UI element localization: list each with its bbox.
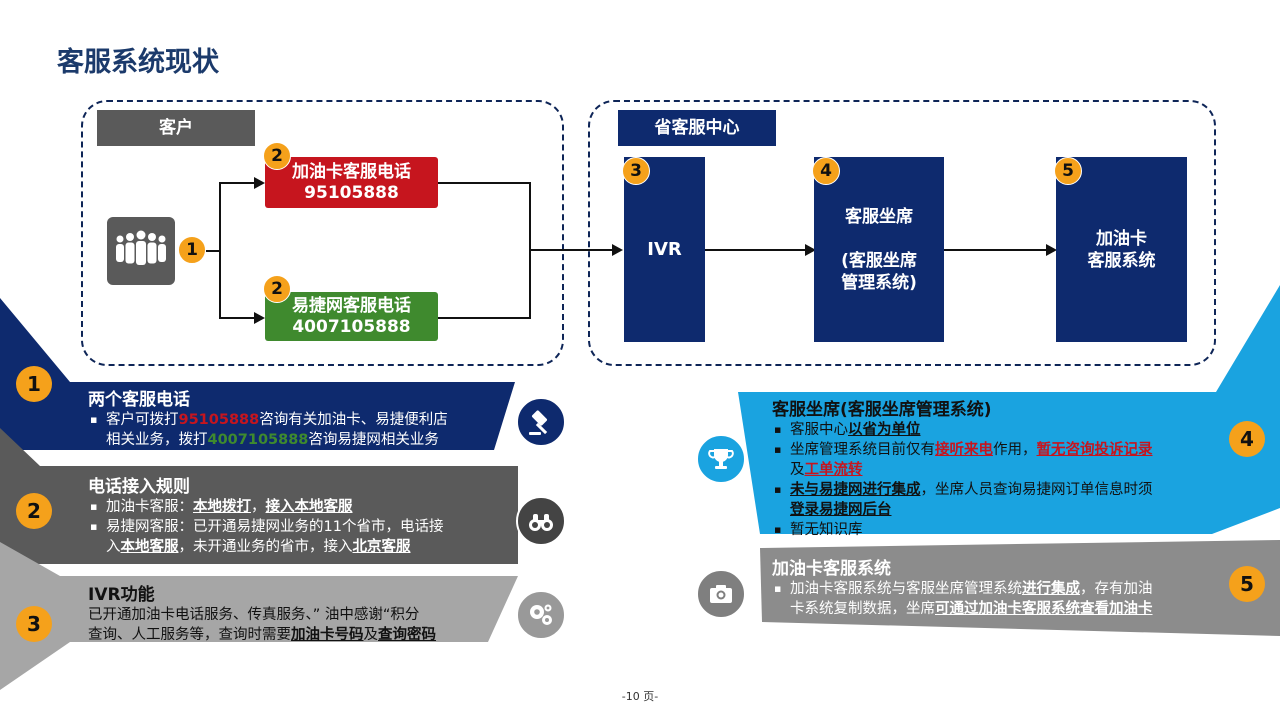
connector [219, 317, 255, 319]
seat-line1: 客服坐席 [845, 206, 913, 227]
point-3-body: 已开通加油卡电话服务、传真服务、” 油中感谢“积分查询、人工服务等，查询时需要加… [88, 607, 436, 643]
arrow-head [805, 244, 816, 256]
left-band-lightgray [0, 542, 518, 690]
seat-block: 客服坐席 (客服坐席 管理系统) [814, 157, 944, 342]
connector [219, 182, 221, 319]
camera-icon [696, 569, 746, 619]
point-4-bullet-4: 暂无知识库 [772, 520, 1202, 540]
ivr-block: IVR [624, 157, 705, 342]
arrow-head [254, 312, 265, 324]
point-5-text: 加油卡客服系统 加油卡客服系统与客服坐席管理系统进行集成，存有加油卡系统复制数据… [772, 554, 1202, 619]
step-badge-5: 5 [1054, 157, 1082, 185]
hotline-green-number: 4007105888 [292, 316, 411, 337]
gavel-icon [516, 397, 566, 447]
service-center-header: 省客服中心 [618, 110, 776, 146]
customer-header: 客户 [97, 110, 255, 146]
hotline-green-block: 易捷网客服电话 4007105888 [265, 292, 438, 341]
point-2-text: 电话接入规则 加油卡客服：本地拨打，接入本地客服 易捷网客服：已开通易捷网业务的… [88, 472, 498, 557]
point-badge-3: 3 [16, 606, 52, 642]
step-badge-2a: 2 [263, 142, 291, 170]
binoculars-icon [516, 496, 566, 546]
seat-line3: 管理系统) [841, 272, 917, 293]
point-2-title: 电话接入规则 [88, 477, 190, 497]
hotline-red-label: 加油卡客服电话 [292, 161, 411, 182]
point-4-title: 客服坐席(客服坐席管理系统) [772, 400, 992, 420]
trophy-icon [696, 434, 746, 484]
step-badge-3: 3 [622, 157, 650, 185]
hotline-red-number: 95105888 [304, 182, 399, 203]
card-system-line1: 加油卡 [1096, 228, 1147, 249]
connector [705, 249, 807, 251]
page-number: -10 页- [621, 690, 659, 703]
point-badge-4: 4 [1229, 421, 1265, 457]
gears-icon [516, 590, 566, 640]
connector [438, 182, 531, 184]
step-badge-2b: 2 [263, 275, 291, 303]
connector [438, 317, 531, 319]
arrow-head [1046, 244, 1057, 256]
connector [219, 182, 255, 184]
page-title: 客服系统现状 [57, 47, 219, 78]
point-4-bullet-1: 客服中心以省为单位 [772, 420, 1202, 440]
arrow-head [612, 244, 623, 256]
point-badge-1: 1 [16, 366, 52, 402]
connector [944, 249, 1048, 251]
card-system-block: 加油卡 客服系统 [1056, 157, 1187, 342]
step-badge-4: 4 [812, 157, 840, 185]
connector [529, 249, 613, 251]
point-5-bullet-1: 加油卡客服系统与客服坐席管理系统进行集成，存有加油卡系统复制数据，坐席可通过加油… [772, 579, 1202, 619]
step-badge-1: 1 [178, 236, 206, 264]
point-2-bullet-2: 易捷网客服：已开通易捷网业务的11个省市，电话接入本地客服，未开通业务的省市，接… [88, 517, 498, 557]
point-1-bullet: 客户可拨打95105888咨询有关加油卡、易捷便利店相关业务，拨打4007105… [88, 410, 488, 450]
point-2-bullet-1: 加油卡客服：本地拨打，接入本地客服 [88, 497, 498, 517]
point-badge-5: 5 [1229, 566, 1265, 602]
seat-line2: (客服坐席 [841, 250, 917, 271]
hotline-red-block: 加油卡客服电话 95105888 [265, 157, 438, 208]
ivr-label: IVR [647, 239, 682, 260]
service-center-panel [588, 100, 1216, 366]
card-system-line2: 客服系统 [1087, 250, 1156, 271]
point-1-title: 两个客服电话 [88, 390, 190, 410]
people-icon [107, 217, 175, 285]
customer-panel [81, 100, 564, 366]
point-5-title: 加油卡客服系统 [772, 559, 891, 579]
hotline-green-label: 易捷网客服电话 [292, 295, 411, 316]
connector [206, 250, 220, 252]
point-3-title: IVR功能 [88, 585, 155, 605]
point-1-text: 两个客服电话 客户可拨打95105888咨询有关加油卡、易捷便利店相关业务，拨打… [88, 385, 488, 450]
arrow-head [254, 177, 265, 189]
point-badge-2: 2 [16, 493, 52, 529]
point-4-text: 客服坐席(客服坐席管理系统) 客服中心以省为单位 坐席管理系统目前仅有接听来电作… [772, 395, 1202, 540]
point-3-text: IVR功能 已开通加油卡电话服务、传真服务、” 油中感谢“积分查询、人工服务等，… [88, 580, 498, 645]
